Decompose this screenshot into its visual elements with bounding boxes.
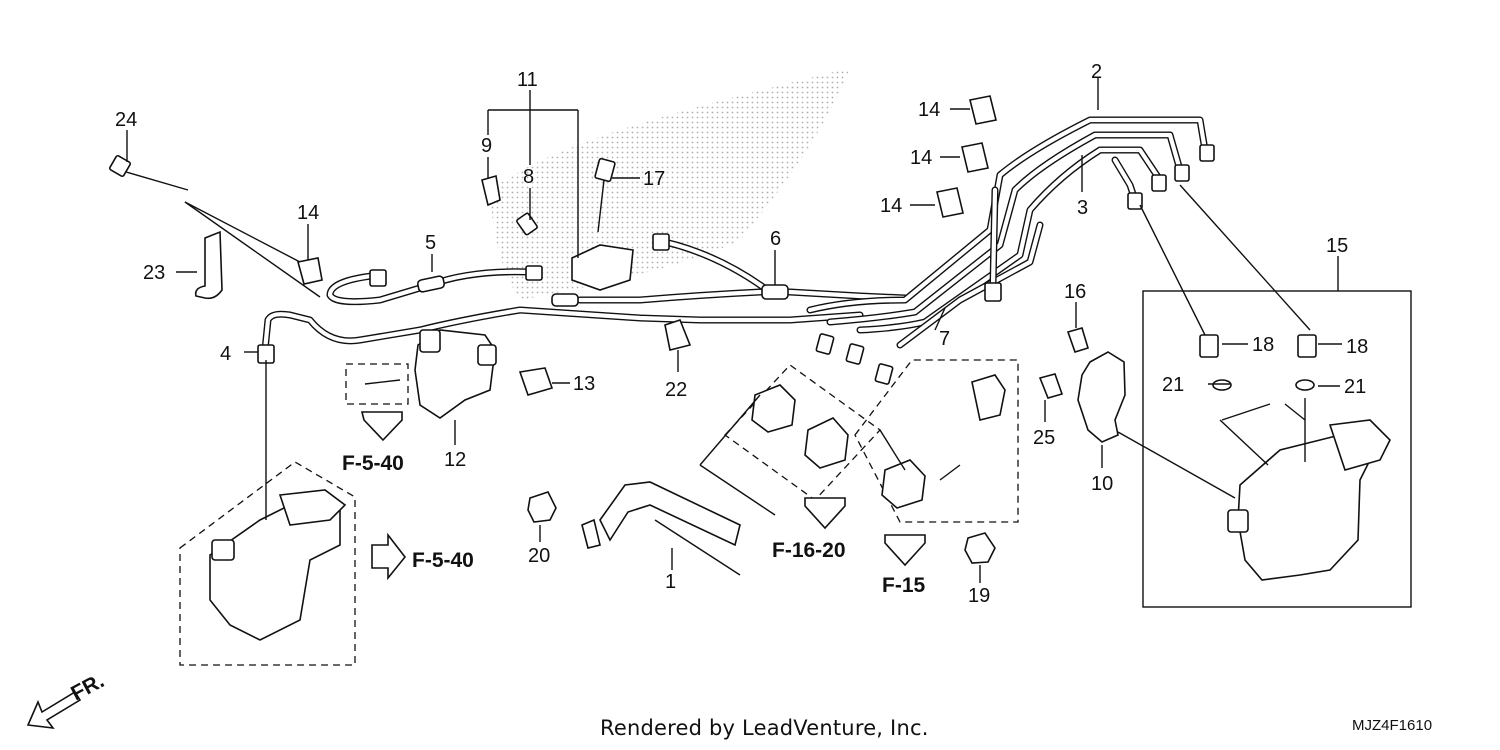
callout-9[interactable]: 9 [481, 135, 492, 157]
callout-23[interactable]: 23 [143, 262, 165, 284]
nut-19 [964, 532, 996, 564]
callout-24[interactable]: 24 [115, 109, 137, 131]
abs-modulator-right [1227, 419, 1391, 581]
ref-label-f15[interactable]: F-15 [882, 574, 926, 597]
footer-credit: Rendered by LeadVenture, Inc. [600, 716, 929, 740]
callout-6[interactable]: 6 [770, 228, 781, 250]
callout-14-c[interactable]: 14 [910, 147, 932, 169]
callout-11[interactable]: 11 [517, 69, 538, 91]
ref-label-f540-b[interactable]: F-5-40 [412, 549, 474, 572]
callout-16[interactable]: 16 [1064, 281, 1086, 303]
leader-group-brackets [699, 394, 961, 516]
callout-20[interactable]: 20 [528, 545, 550, 567]
callout-10[interactable]: 10 [1091, 473, 1113, 495]
callout-3[interactable]: 3 [1077, 197, 1088, 219]
clip-22 [664, 319, 692, 351]
ref-label-f540-a[interactable]: F-5-40 [342, 452, 404, 475]
ref-box-left [345, 363, 409, 405]
callout-15[interactable]: 15 [1326, 235, 1348, 257]
callout-1[interactable]: 1 [665, 571, 676, 593]
watermark-wing [490, 68, 850, 300]
callout-2[interactable]: 2 [1091, 61, 1102, 83]
callout-14-a[interactable]: 14 [297, 202, 319, 224]
clip-9 [481, 174, 501, 207]
fittings-18-21 [1199, 334, 1317, 391]
callout-5[interactable]: 5 [425, 232, 436, 254]
bolt-17 [594, 157, 616, 233]
nut-20 [527, 491, 557, 523]
callout-8[interactable]: 8 [523, 166, 534, 188]
joint-block [571, 244, 634, 291]
callout-19[interactable]: 19 [968, 585, 990, 607]
bolt-24 [109, 155, 189, 191]
brake-pipe-2-3-7 [806, 116, 1209, 349]
leaders-right [1139, 184, 1311, 466]
callout-18-b[interactable]: 18 [1346, 336, 1368, 358]
ref-arrow-down-2 [804, 497, 846, 530]
clips-14 [297, 95, 997, 285]
abs-modulator-left [209, 489, 347, 641]
brake-pipe-left [261, 306, 864, 354]
callout-25[interactable]: 25 [1033, 427, 1055, 449]
valve-12 [414, 329, 497, 419]
bracket-23 [194, 230, 223, 300]
callout-14-b[interactable]: 14 [918, 99, 940, 121]
callout-12[interactable]: 12 [444, 449, 466, 471]
leader-lines [126, 78, 1342, 583]
brake-hose-5 [326, 268, 534, 306]
bolt-25 [1038, 373, 1064, 399]
modulator-box-15 [1142, 290, 1412, 608]
ref-box-right-mid [854, 359, 1019, 523]
ref-label-f1620[interactable]: F-16-20 [772, 539, 846, 562]
bracket-1 [581, 481, 741, 576]
ref-arrow-down-1 [360, 411, 403, 442]
callout-13[interactable]: 13 [573, 373, 595, 395]
callout-4[interactable]: 4 [220, 343, 231, 365]
bolt-16 [1066, 327, 1089, 353]
brake-pipe-6 [551, 238, 909, 307]
pipe-fittings [257, 144, 1215, 385]
callout-14-d[interactable]: 14 [880, 195, 902, 217]
ref-arrow-down-3 [884, 534, 926, 567]
bolt-13 [518, 367, 554, 396]
callout-17[interactable]: 17 [643, 168, 665, 190]
callout-21-a[interactable]: 21 [1162, 374, 1184, 396]
diagram-code: MJZ4F1610 [1352, 717, 1433, 734]
joint-blocks-middle [751, 374, 1006, 509]
callout-22[interactable]: 22 [665, 379, 687, 401]
callout-7[interactable]: 7 [939, 328, 950, 350]
callout-18-a[interactable]: 18 [1252, 334, 1274, 356]
front-direction-arrow-icon: FR. [26, 669, 108, 730]
callout-21-b[interactable]: 21 [1344, 376, 1366, 398]
plate-10 [1077, 351, 1126, 443]
ref-arrow-right [371, 532, 407, 581]
